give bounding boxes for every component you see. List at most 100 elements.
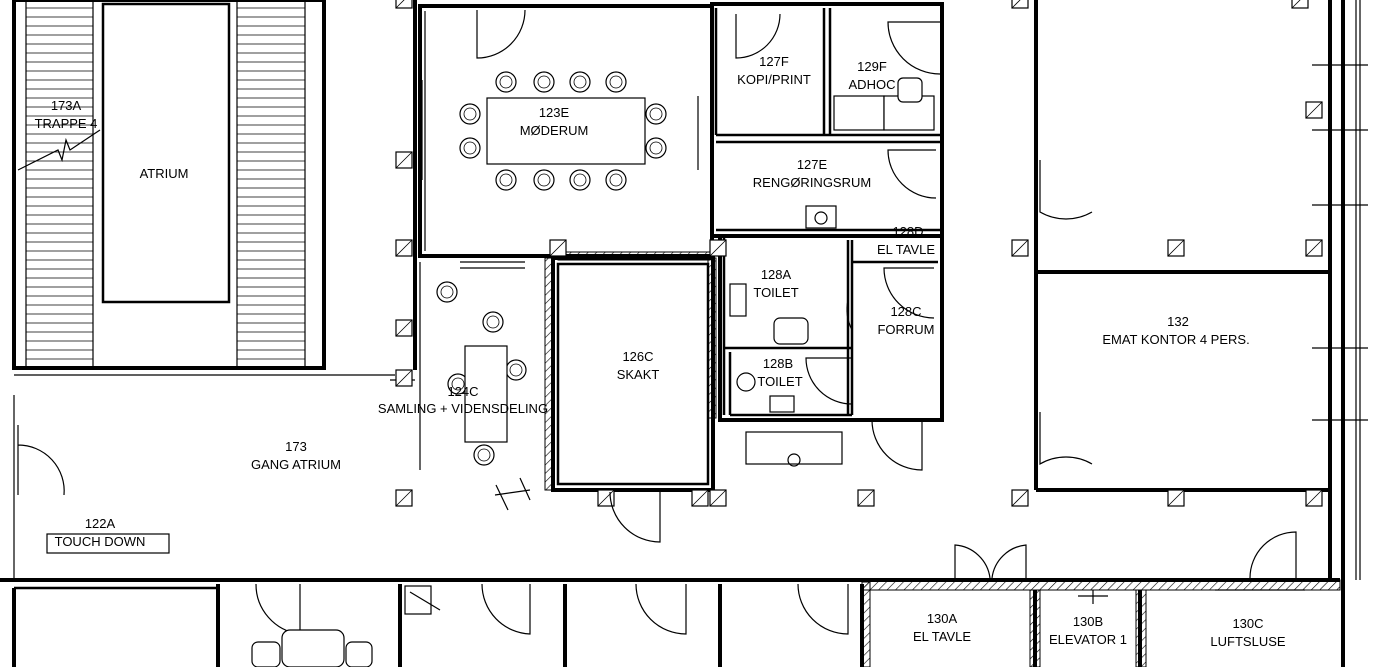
- chair: [473, 444, 495, 466]
- room-name: FORRUM: [877, 322, 934, 337]
- room-127e-label: 127E RENGØRINGSRUM: [753, 157, 871, 190]
- column: [709, 489, 727, 507]
- structural-columns: [395, 0, 1323, 507]
- room-122a-label: 122A TOUCH DOWN: [46, 516, 170, 554]
- stair-treads-right: [237, 7, 305, 360]
- room-number: 124C: [447, 384, 478, 399]
- doors: [17, 9, 1297, 635]
- column: [395, 489, 413, 507]
- chair: [482, 311, 504, 333]
- room-130b-label: 130B ELEVATOR 1: [1049, 614, 1127, 647]
- column: [857, 489, 875, 507]
- column: [709, 239, 727, 257]
- room-number: 127F: [759, 54, 789, 69]
- column: [395, 0, 413, 9]
- column: [1011, 489, 1029, 507]
- adhoc-desks: [833, 77, 935, 131]
- room-128a-label: 128A TOILET: [753, 267, 798, 300]
- room-name: ELEVATOR 1: [1049, 632, 1127, 647]
- room-name: LUFTSLUSE: [1210, 634, 1285, 649]
- chair: [436, 281, 458, 303]
- stair-treads-left: [26, 7, 93, 360]
- room-name: EL TAVLE: [913, 629, 971, 644]
- room-name: MØDERUM: [520, 123, 589, 138]
- column: [1305, 101, 1323, 119]
- atrium-label: ATRIUM: [140, 166, 189, 181]
- room-number: 129F: [857, 59, 887, 74]
- sanitary-fixtures: [251, 205, 1108, 667]
- lounge-table: [460, 261, 531, 511]
- chair: [459, 137, 481, 159]
- room-number: 128A: [761, 267, 792, 282]
- room-number: 127E: [797, 157, 828, 172]
- column: [395, 239, 413, 257]
- chair: [569, 169, 591, 191]
- column: [1167, 239, 1185, 257]
- room-128d-label: 128D EL TAVLE: [877, 224, 935, 257]
- column: [1305, 239, 1323, 257]
- room-127f-label: 127F KOPI/PRINT: [737, 54, 811, 87]
- column: [1291, 0, 1309, 9]
- column: [691, 489, 709, 507]
- facade-windows: [1312, 64, 1368, 421]
- room-128b-label: 128B TOILET: [757, 356, 802, 389]
- chair: [605, 169, 627, 191]
- chair: [533, 169, 555, 191]
- room-number: 130A: [927, 611, 958, 626]
- room-name: KOPI/PRINT: [737, 72, 811, 87]
- room-name: TOILET: [757, 374, 802, 389]
- room-number: 130C: [1232, 616, 1263, 631]
- chair: [645, 137, 667, 159]
- room-132-label: 132 EMAT KONTOR 4 PERS.: [1102, 314, 1249, 347]
- room-number: 173A: [51, 98, 82, 113]
- room-124c-label: 124C SAMLING + VIDENSDELING: [378, 384, 548, 416]
- room-number: 132: [1167, 314, 1189, 329]
- room-129f-label: 129F ADHOC: [849, 59, 896, 92]
- stair-173a: [12, 0, 395, 376]
- chair: [495, 71, 517, 93]
- room-number: 128C: [890, 304, 921, 319]
- room-name: ADHOC: [849, 77, 896, 92]
- column: [1011, 0, 1029, 9]
- chair: [459, 103, 481, 125]
- room-173a-label: 173A TRAPPE 4: [35, 98, 98, 131]
- room-name: TOUCH DOWN: [55, 534, 146, 549]
- column: [1011, 239, 1029, 257]
- atrium-void: [101, 2, 231, 304]
- column: [1167, 489, 1185, 507]
- chair: [495, 169, 517, 191]
- room-number: 173: [285, 439, 307, 454]
- room-number: 130B: [1073, 614, 1103, 629]
- column: [395, 319, 413, 337]
- room-128c-label: 128C FORRUM: [877, 304, 934, 337]
- room-name: SKAKT: [617, 367, 660, 382]
- room-name: GANG ATRIUM: [251, 457, 341, 472]
- room-number: 128D: [892, 224, 923, 239]
- room-126c-label: 126C SKAKT: [617, 349, 660, 382]
- room-name: TOILET: [753, 285, 798, 300]
- chair: [447, 373, 469, 395]
- chair: [533, 71, 555, 93]
- room-173-label: 173 GANG ATRIUM: [251, 439, 341, 472]
- chair: [569, 71, 591, 93]
- door-glazing: [421, 80, 699, 180]
- column: [1305, 489, 1323, 507]
- chair: [645, 103, 667, 125]
- room-name: SAMLING + VIDENSDELING: [378, 401, 548, 416]
- chair: [505, 359, 527, 381]
- room-number: 126C: [622, 349, 653, 364]
- room-130c-label: 130C LUFTSLUSE: [1210, 616, 1285, 649]
- meeting-table: [486, 97, 646, 165]
- column: [549, 239, 567, 257]
- room-number: 122A: [85, 516, 116, 531]
- room-name: EMAT KONTOR 4 PERS.: [1102, 332, 1249, 347]
- room-name: RENGØRINGSRUM: [753, 175, 871, 190]
- chair: [605, 71, 627, 93]
- column: [395, 369, 413, 387]
- room-number: 128B: [763, 356, 793, 371]
- room-123e-label: 123E MØDERUM: [520, 105, 589, 138]
- room-name: EL TAVLE: [877, 242, 935, 257]
- column: [395, 151, 413, 169]
